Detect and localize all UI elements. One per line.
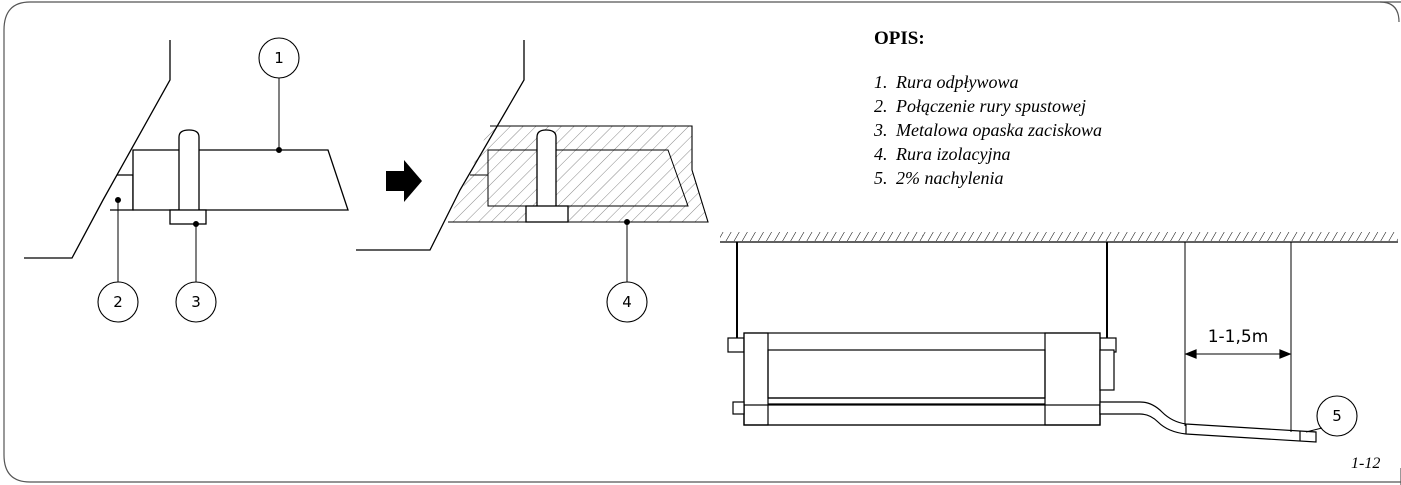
callout-label-1: 1 [274, 49, 284, 67]
callout-5 [1316, 395, 1358, 437]
legend-item-number: 5. [874, 168, 888, 188]
callout-label-4: 4 [622, 293, 632, 311]
panel-insulation [356, 40, 709, 251]
legend-item-number: 1. [874, 72, 888, 92]
hanger-bracket-left [727, 337, 745, 353]
figure-number: 1-12 [1351, 455, 1381, 472]
callout-1 [258, 37, 300, 79]
legend-item-label: Rura izolacyjna [896, 144, 1011, 164]
callout-label-2: 2 [113, 293, 123, 311]
legend-list: 1. Rura odpływowa 2. Połączenie rury spust… [874, 70, 1102, 190]
dimension-label: 1-1,5m [1208, 327, 1269, 347]
insulation-tube [448, 126, 708, 222]
callout-4 [606, 281, 648, 323]
indoor-unit-body [743, 332, 1101, 426]
arrow-right-icon [386, 160, 422, 202]
side-fitting-left [732, 401, 745, 415]
clamp-base-2 [525, 205, 569, 223]
legend-item-label: 2% nachylenia [896, 168, 1004, 188]
legend-item: 4. Rura izolacyjna [874, 142, 1102, 166]
outer-frame [3, 1, 1401, 485]
legend-item-number: 4. [874, 144, 888, 164]
sloped-drain-pipe [1099, 401, 1317, 443]
drain-pipe-inner [487, 149, 689, 207]
legend-item-label: Połączenie rury spustowej [896, 96, 1086, 116]
side-fitting-right [1099, 349, 1115, 391]
drain-pipe [132, 149, 349, 211]
ceiling-hatch [720, 232, 1398, 241]
outer-frame-right-corner [1379, 1, 1400, 23]
metal-clamp-base [169, 209, 207, 225]
unit-wall-outline [24, 40, 171, 259]
unit-wall-outline-2 [356, 40, 525, 251]
callouts [97, 37, 1358, 437]
callout-label-5: 5 [1332, 407, 1342, 425]
legend-item: 3. Metalowa opaska zaciskowa [874, 118, 1102, 142]
callout-3 [175, 281, 217, 323]
legend-item-label: Rura odpływowa [896, 72, 1019, 92]
callout-label-3: 3 [191, 293, 201, 311]
legend-item-number: 3. [874, 120, 888, 140]
legend-item: 1. Rura odpływowa [874, 70, 1102, 94]
legend-item: 2. Połączenie rury spustowej [874, 94, 1102, 118]
legend-title: OPIS: [874, 28, 925, 49]
leaders-panel-1 [115, 78, 282, 283]
legend-item: 5. 2% nachylenia [874, 166, 1102, 190]
legend-item-number: 2. [874, 96, 888, 116]
metal-clamp-post [178, 129, 200, 210]
clamp-post-2 [536, 129, 557, 206]
insulation-outline [448, 125, 709, 223]
panel-drain-connection [24, 40, 349, 259]
panel-ceiling-unit [720, 232, 1398, 443]
leaders-panel-2 [624, 219, 630, 282]
legend-item-label: Metalowa opaska zaciskowa [896, 120, 1102, 140]
callout-2 [97, 281, 139, 323]
